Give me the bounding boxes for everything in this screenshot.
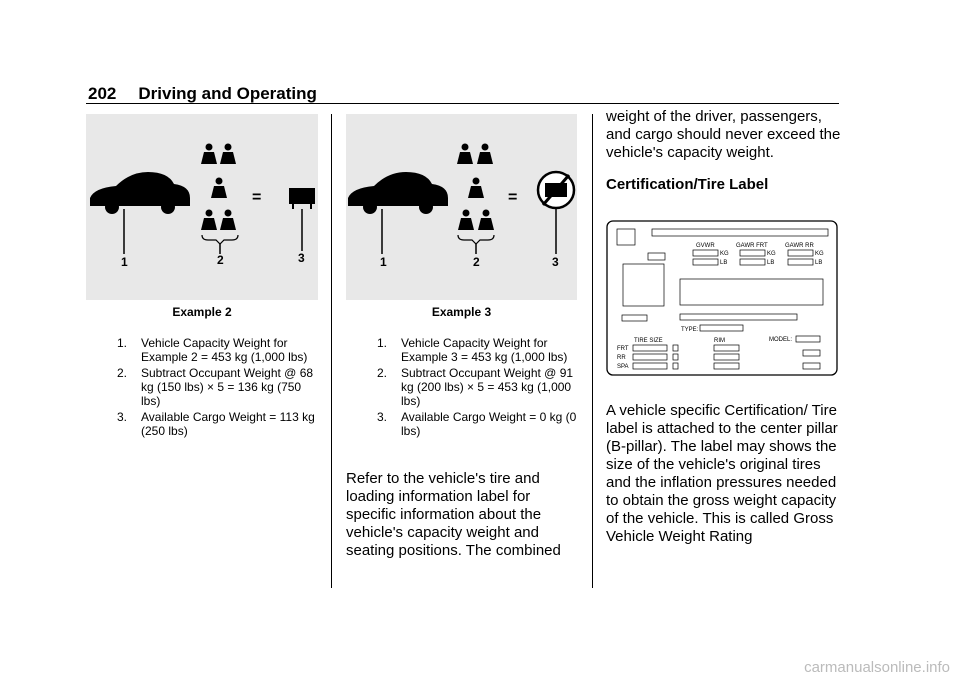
minus-sign: –: [433, 187, 442, 204]
label-gawr-frt: GAWR FRT: [736, 243, 768, 249]
callout-2: 2: [473, 255, 480, 269]
label-lb-3: LB: [815, 260, 822, 266]
minus-sign: –: [179, 187, 188, 204]
callout-3: 3: [552, 255, 559, 269]
page-header: 202 Driving and Operating: [88, 84, 317, 104]
label-frt: FRT: [617, 346, 629, 352]
callout-1: 1: [380, 255, 387, 269]
label-tire-size: TIRE SIZE: [634, 338, 663, 344]
example3-list: 1.Vehicle Capacity Weight for Example 3 …: [377, 336, 582, 440]
cargo-box-icon: [289, 188, 315, 209]
label-lb-1: LB: [720, 260, 727, 266]
middle-paragraph: Refer to the vehicle's tire and loading …: [346, 470, 561, 559]
right-paragraph: A vehicle specific Certification/ Tire l…: [606, 402, 838, 545]
column-divider-2: [592, 114, 593, 588]
list-item: 2.Subtract Occupant Weight @ 91 kg (200 …: [377, 366, 574, 408]
car-icon: [348, 172, 448, 214]
footer-watermark: carmanualsonline.info: [804, 659, 950, 676]
list-item: 1.Vehicle Capacity Weight for Example 2 …: [117, 336, 308, 364]
callout-2: 2: [217, 253, 224, 267]
label-spa: SPA: [617, 364, 629, 370]
callout-3: 3: [298, 251, 305, 265]
header-rule: [86, 103, 839, 104]
label-type: TYPE:: [681, 327, 699, 333]
label-kg-3: KG: [815, 251, 824, 257]
column-divider-1: [331, 114, 332, 588]
section-title: Driving and Operating: [138, 84, 317, 103]
label-kg-1: KG: [720, 251, 729, 257]
bracket: [201, 234, 239, 245]
right-intro-paragraph: weight of the driver, passengers, and ca…: [606, 108, 841, 161]
example3-figure: – = 1 2 3: [346, 114, 577, 300]
list-item: 3.Available Cargo Weight = 0 kg (0 lbs): [377, 410, 577, 438]
equals-sign: =: [508, 189, 517, 206]
example2-figure: – = 1 2 3: [86, 114, 318, 300]
occupant-icons: [457, 143, 494, 230]
label-lb-2: LB: [767, 260, 774, 266]
cert-heading: Certification/Tire Label: [606, 176, 769, 193]
occupant-icons: [201, 143, 236, 230]
cert-label-figure: GVWR GAWR FRT GAWR RR KG LB KG LB KG LB …: [606, 220, 838, 376]
car-icon: [90, 172, 190, 214]
label-gawr-rr: GAWR RR: [785, 243, 814, 249]
list-item: 3.Available Cargo Weight = 113 kg (250 l…: [117, 410, 315, 438]
callout-1: 1: [121, 255, 128, 269]
list-item: 2.Subtract Occupant Weight @ 68 kg (150 …: [117, 366, 314, 408]
example2-caption: Example 2: [172, 305, 232, 319]
list-item: 1.Vehicle Capacity Weight for Example 3 …: [377, 336, 568, 364]
example3-caption: Example 3: [431, 305, 492, 319]
bracket: [457, 234, 495, 245]
label-rr: RR: [617, 355, 626, 361]
example2-list: 1.Vehicle Capacity Weight for Example 2 …: [117, 336, 322, 440]
label-model: MODEL:: [769, 337, 792, 343]
equals-sign: =: [252, 189, 261, 206]
label-kg-2: KG: [767, 251, 776, 257]
label-gvwr: GVWR: [696, 243, 715, 249]
no-cargo-icon: [536, 170, 576, 210]
page-number: 202: [88, 84, 117, 103]
label-rim: RIM: [714, 338, 725, 344]
